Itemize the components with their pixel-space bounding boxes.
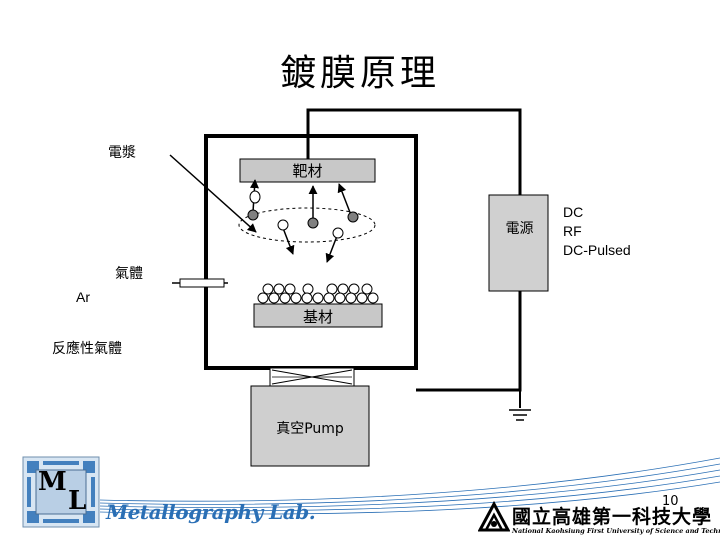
gas-label: 氣體 [115,266,143,282]
logo-letter-m: M [38,467,67,497]
wire-ground [416,290,522,392]
slide-title: 鍍膜原理 [279,53,440,94]
lab-name: Metallography Lab. [106,500,316,524]
plasma-arrow [169,154,257,233]
power-type-rf: RF [563,223,582,239]
deposited-atoms [257,283,379,304]
school-emblem-icon [478,500,510,532]
footer-wave-lines [99,457,720,515]
argon-label: Ar [76,289,90,305]
logo-letter-l: L [68,486,87,516]
substrate-plate [253,303,383,328]
school-name-cn: 國立高雄第一科技大學 [512,506,713,528]
target-label: 靶材 [292,162,323,180]
ml-logo-graphic [22,456,100,528]
power-supply-label: 電源 [505,221,534,237]
school-name-en: National Kaohsiung First University of S… [512,527,720,535]
wire-target [306,108,522,195]
reactive-gas-label: 反應性氣體 [52,341,122,357]
ml-logo: M L [22,456,100,528]
vacuum-pump-box [250,385,370,467]
power-type-dc: DC [563,204,584,220]
power-type-dc-pulsed: DC-Pulsed [563,242,631,258]
page-number: 10 [662,494,679,509]
plasma-region [238,207,376,243]
vacuum-pump-label: 真空Pump [276,421,344,437]
power-supply-box [488,194,549,292]
substrate-label: 基材 [302,308,333,326]
plasma-label: 電漿 [108,145,136,161]
target-plate [239,158,376,183]
power-types-list: DC RF DC-Pulsed [563,203,631,260]
